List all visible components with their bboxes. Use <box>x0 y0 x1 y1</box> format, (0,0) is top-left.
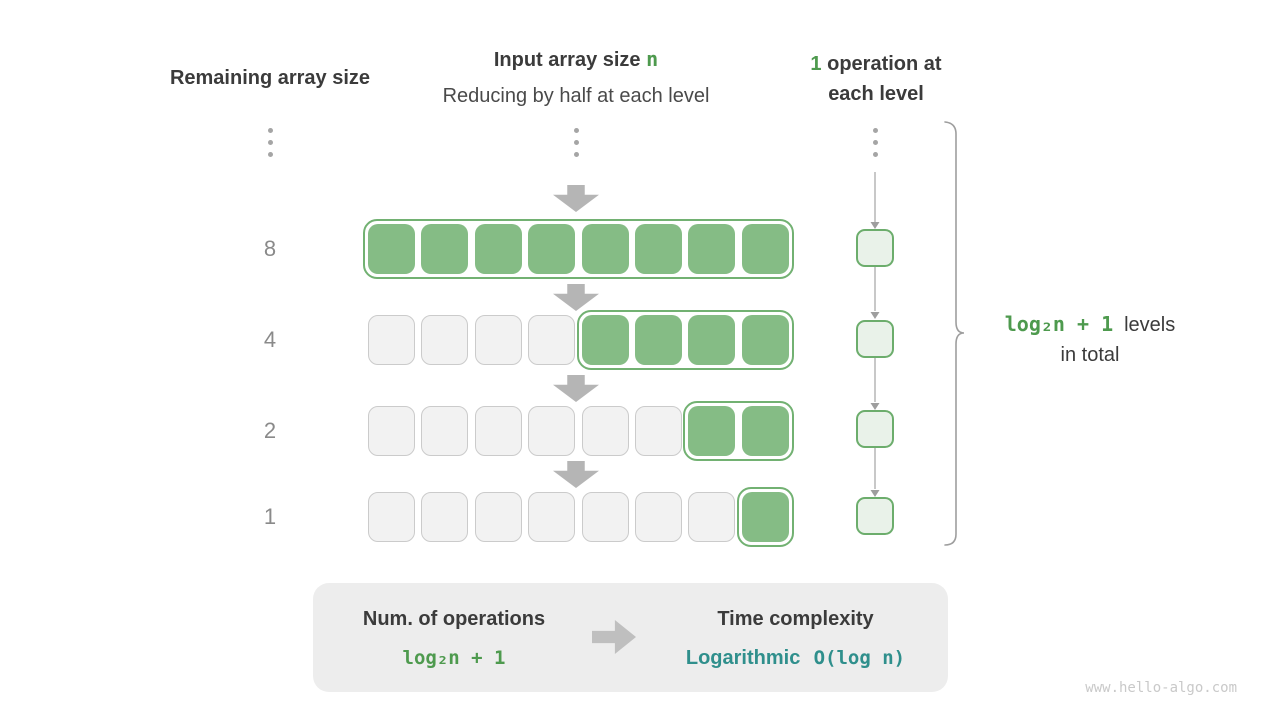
dot <box>573 140 579 145</box>
dot <box>267 152 273 157</box>
levels-formula: log₂n + 1 <box>1004 312 1114 336</box>
active-window-outline <box>736 487 794 547</box>
active-window-outline <box>683 401 794 461</box>
header-input-size-var: n <box>646 47 659 71</box>
operation-flow-connector <box>870 172 880 497</box>
header-operations-line1: 1 operation at <box>756 49 996 79</box>
header-input-size-text: Input array size <box>493 49 647 71</box>
column-header-input-size: Input array size n <box>416 45 736 74</box>
array-cell-active <box>741 406 789 456</box>
levels-note-line1: log₂n + 1 levels <box>985 310 1195 341</box>
array-cell-active <box>581 315 629 365</box>
array-cell-inactive <box>635 492 682 542</box>
header-operations-line2: each level <box>828 83 924 105</box>
ellipsis-icon <box>564 128 588 157</box>
array-cell-active <box>421 224 469 274</box>
array-cell-active <box>635 224 682 274</box>
dot <box>573 152 579 157</box>
array-cell-active <box>741 315 789 365</box>
levels-word: levels <box>1124 314 1176 336</box>
summary-complexity: Time complexity Logarithmic O(log n) <box>653 607 938 671</box>
array-cell-active <box>741 224 789 274</box>
array-cell-active <box>688 406 736 456</box>
dot <box>267 140 273 145</box>
brace-icon <box>944 121 965 546</box>
dot <box>872 128 878 133</box>
ellipsis-icon <box>863 128 887 157</box>
array-cell-inactive <box>474 492 522 542</box>
dot <box>872 152 878 157</box>
summary-operations-formula: log₂n + 1 <box>402 647 506 669</box>
row-label: 4 <box>263 327 277 352</box>
summary-complexity-name: Logarithmic <box>685 647 801 669</box>
array-cell-active <box>634 315 682 365</box>
row-label: 1 <box>263 504 277 529</box>
levels-note-line2: in total <box>1060 344 1120 366</box>
active-window-outline <box>576 310 794 370</box>
array-cell-inactive <box>421 492 469 542</box>
array-cell-inactive <box>581 492 629 542</box>
array-cell-inactive <box>528 406 576 456</box>
array-cell-active <box>368 224 415 274</box>
row-label: 2 <box>263 418 277 443</box>
array-cell-active <box>741 492 789 542</box>
array-cell-active <box>688 224 736 274</box>
summary-complexity-title: Time complexity <box>717 608 874 630</box>
array-cell-inactive <box>528 492 576 542</box>
array-cell-active <box>581 224 629 274</box>
array-cell-inactive <box>421 315 469 365</box>
down-arrow-icon <box>553 185 599 212</box>
array-cell-inactive <box>635 406 682 456</box>
active-window-outline <box>363 219 794 279</box>
dot <box>573 128 579 133</box>
array-cell-inactive <box>688 492 736 542</box>
array-cell-active <box>474 224 522 274</box>
watermark: www.hello-algo.com <box>1085 680 1237 696</box>
array-cell-inactive <box>421 406 469 456</box>
dot <box>267 128 273 133</box>
operation-cell <box>856 320 894 358</box>
array-cell-inactive <box>528 315 576 365</box>
summary-operations: Num. of operations log₂n + 1 <box>323 607 585 670</box>
array-cell-active <box>688 315 736 365</box>
array-cell-inactive <box>581 406 629 456</box>
summary-box: Num. of operations log₂n + 1 Time comple… <box>313 583 948 692</box>
summary-complexity-notation: O(log n) <box>813 647 906 669</box>
array-cell-inactive <box>368 406 415 456</box>
array-cell-inactive <box>368 315 415 365</box>
array-cell-inactive <box>474 315 522 365</box>
array-cell-active <box>528 224 576 274</box>
operation-cell <box>856 410 894 448</box>
array-cell-inactive <box>474 406 522 456</box>
column-header-remaining-size: Remaining array size <box>169 67 371 89</box>
summary-operations-title: Num. of operations <box>362 608 546 630</box>
down-arrow-icon <box>553 461 599 488</box>
header-operations-count: 1 <box>810 53 822 75</box>
levels-note: log₂n + 1 levels in total <box>985 310 1195 369</box>
down-arrow-icon <box>553 375 599 402</box>
array-cell-inactive <box>368 492 415 542</box>
dot <box>872 140 878 145</box>
down-arrow-icon <box>553 284 599 311</box>
operation-cell <box>856 497 894 535</box>
column-header-operations: 1 operation at each level <box>756 49 996 109</box>
ellipsis-icon <box>258 128 282 157</box>
header-operations-rest: operation at <box>821 53 942 75</box>
column-subheader-reducing: Reducing by half at each level <box>442 85 710 107</box>
operation-cell <box>856 229 894 267</box>
row-label: 8 <box>263 236 277 261</box>
